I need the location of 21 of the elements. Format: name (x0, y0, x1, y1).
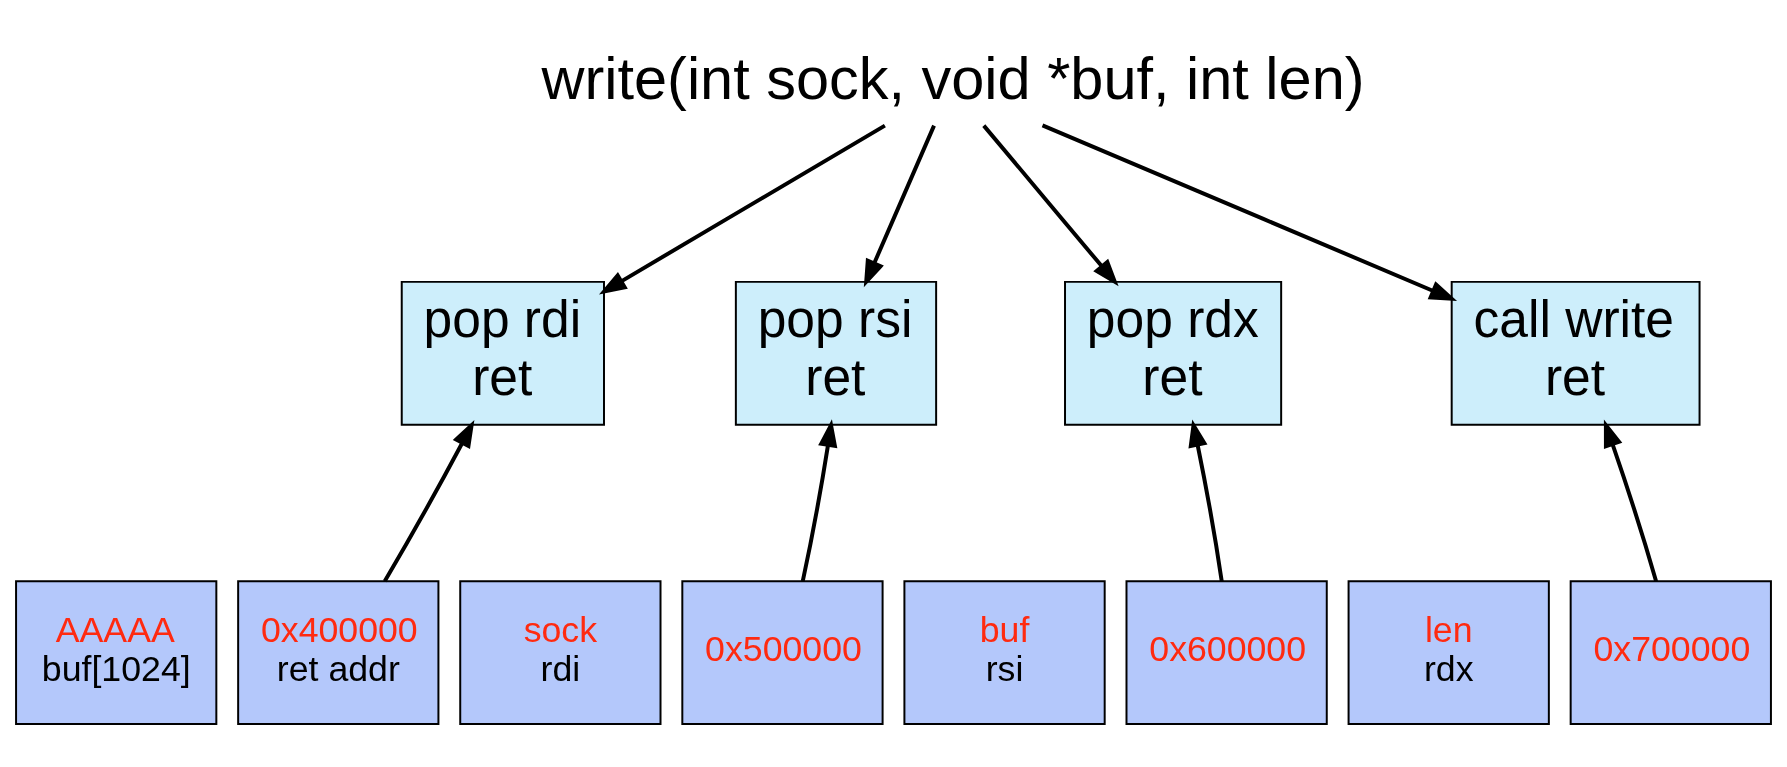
arrow (598, 123, 886, 294)
arrow (1188, 418, 1224, 581)
node-box: pop rdx ret (1064, 280, 1283, 426)
node-box: call write ret (1450, 280, 1701, 426)
arrow (800, 418, 838, 582)
node-box: AAAAA buf[1024] (15, 579, 218, 725)
node-box: 0x600000 (1125, 579, 1328, 725)
node-box: pop rdi ret (400, 280, 605, 426)
arrow (1603, 419, 1658, 582)
node-text: write(int sock, void *buf, int len) (541, 44, 1365, 112)
node-box: sock rdi (459, 579, 662, 725)
node-box: len rdx (1347, 579, 1550, 725)
arrow (383, 419, 475, 582)
arrow (863, 124, 936, 287)
node-box: buf rsi (903, 579, 1106, 725)
node-box: pop rsi ret (734, 280, 938, 426)
node-box: 0x700000 (1569, 579, 1772, 725)
arrow (982, 123, 1119, 286)
node-box: 0x500000 (681, 579, 884, 725)
arrow (1041, 123, 1458, 301)
node-box: 0x400000 ret addr (237, 579, 440, 725)
